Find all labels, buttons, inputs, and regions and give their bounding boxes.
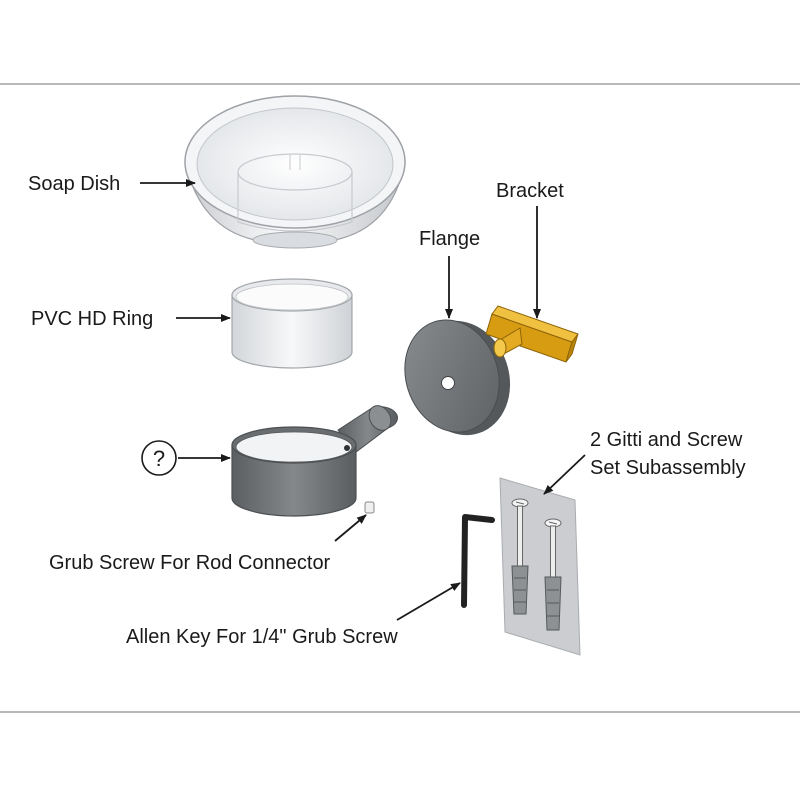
allen-key-label: Allen Key For 1/4" Grub Screw [126,626,398,648]
allen-key-part [461,514,495,608]
gitti-screw-subassembly-part [499,477,581,656]
pvc-ring-part [231,278,353,369]
pvc-ring-label: PVC HD Ring [31,308,153,330]
callout-arrows [140,179,586,621]
flange-part [404,319,511,436]
allen-key-arrow [396,582,461,621]
unknown-part-circle [141,440,177,476]
rod-connector-ring-part [231,405,398,517]
gitti-label-line1: 2 Gitti and Screw [590,429,743,451]
soap-dish-label: Soap Dish [28,173,120,195]
grub-screw-label: Grub Screw For Rod Connector [49,552,331,574]
gitti-label-line2: Set Subassembly [590,457,746,479]
bracket-label: Bracket [496,180,564,202]
grub-screw-arrow [334,514,367,542]
grub-screw-part [364,501,375,514]
flange-label: Flange [419,228,480,250]
unknown-part-label: ? [153,446,165,471]
gitti-arrow [543,454,586,495]
bracket-part [485,305,579,363]
soap-dish-part [184,95,406,249]
